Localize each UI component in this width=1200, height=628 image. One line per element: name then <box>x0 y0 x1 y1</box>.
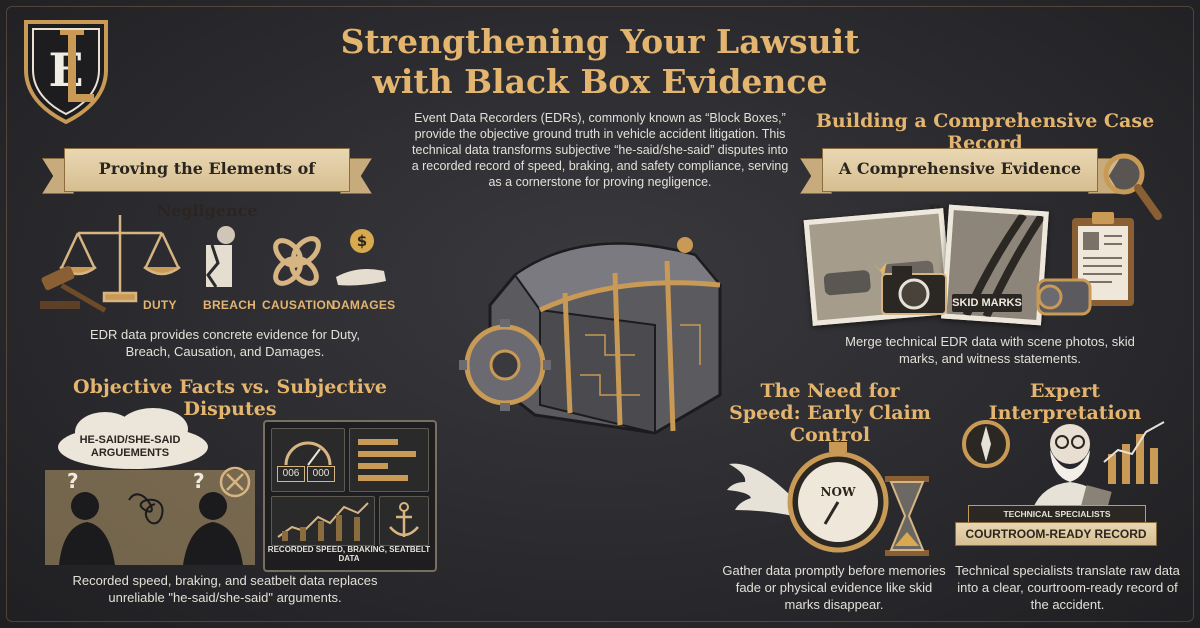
line-chart-panel <box>271 496 375 546</box>
magnifying-glass-icon <box>1103 153 1162 220</box>
expert-body: Technical specialists translate raw data… <box>955 563 1180 612</box>
hourglass-icon <box>885 476 929 556</box>
person-silhouette-right <box>183 492 243 565</box>
person-silhouette-left <box>59 492 115 565</box>
circuit-traces <box>580 324 701 396</box>
bar-gauges-icon <box>358 439 416 481</box>
case-record-banner-text: A Comprehensive Evidence Record <box>838 159 1082 220</box>
black-box-chest-illustration <box>459 237 723 435</box>
arguments-cloud-text: HE-SAID/SHE-SAID ARGUEMENTS <box>79 434 181 459</box>
duty-label: DUTY <box>143 298 177 312</box>
negligence-banner: Proving the Elements of Negligence <box>42 148 372 220</box>
breach-icon <box>206 226 235 288</box>
gavel-icon <box>40 265 107 313</box>
negligence-elements-illustration: $ <box>40 215 386 313</box>
trend-chart-icon <box>277 502 369 541</box>
svg-text:$: $ <box>357 232 367 250</box>
bar-gauge-panel <box>349 428 429 492</box>
svg-text:E: E <box>48 43 83 97</box>
scales-of-justice-icon <box>59 215 181 303</box>
readout-two: 000 <box>307 466 335 482</box>
bar-chart-icon <box>1103 421 1165 484</box>
question-mark-icon: ? <box>67 470 79 493</box>
compass-icon <box>962 420 1010 468</box>
firm-logo-shield: E <box>24 20 108 124</box>
expert-heading: Expert Interpretation <box>988 380 1142 424</box>
dashboard-caption: RECORDED SPEED, BRAKING, SEATBELT DATA <box>267 545 431 563</box>
damages-money-hand-icon: $ <box>336 229 386 286</box>
speedometer-icon <box>284 441 332 466</box>
stopwatch-icon <box>787 442 889 553</box>
breach-label: BREACH <box>203 298 257 312</box>
camera-icon <box>881 266 947 315</box>
damages-label: DAMAGES <box>332 298 396 312</box>
edr-device-icon <box>1036 278 1092 316</box>
wing-icon <box>727 463 793 516</box>
x-mark-icon <box>219 466 251 498</box>
arguing-people-illustration: ? ? <box>45 470 255 565</box>
seatbelt-anchor-panel <box>379 496 429 546</box>
speed-heading: The Need for Speed: Early Claim Control <box>729 380 931 446</box>
case-record-banner: A Comprehensive Evidence Record <box>800 148 1120 220</box>
speedometer-panel <box>271 428 345 492</box>
stopwatch-illustration <box>727 442 929 556</box>
skid-marks-label: SKID MARKS <box>952 294 1022 312</box>
gear-icon <box>459 319 551 411</box>
question-mark-icon: ? <box>193 470 205 493</box>
causation-label: CAUSATION <box>262 298 336 312</box>
negligence-body: EDR data provides concrete evidence for … <box>89 327 360 359</box>
tangle-scribble-icon <box>128 493 164 525</box>
witness-statement-clipboard-icon <box>1072 212 1134 306</box>
edr-data-dashboard: 006 000 <box>263 420 437 572</box>
readout-one: 006 <box>277 466 305 482</box>
case-record-body: Merge technical EDR data with scene phot… <box>845 334 1135 366</box>
technical-specialists-plaque: TECHNICAL SPECIALISTS <box>968 505 1146 523</box>
speed-body: Gather data promptly before memories fad… <box>722 563 946 612</box>
anchor-icon <box>389 502 419 537</box>
negligence-banner-text: Proving the Elements of Negligence <box>98 159 316 220</box>
courtroom-ready-plaque: COURTROOM-READY RECORD <box>955 522 1157 546</box>
page-title: Strengthening Your Lawsuit with Black Bo… <box>340 22 860 101</box>
objective-body: Recorded speed, braking, and seatbelt da… <box>72 573 378 605</box>
rivet <box>677 237 693 253</box>
intro-paragraph: Event Data Recorders (EDRs), commonly kn… <box>411 111 789 189</box>
stopwatch-dial-text: NOW <box>820 485 856 499</box>
objective-heading: Objective Facts vs. Subjective Disputes <box>73 376 387 420</box>
causation-chain-icon <box>273 236 321 286</box>
page-border <box>6 6 1194 622</box>
